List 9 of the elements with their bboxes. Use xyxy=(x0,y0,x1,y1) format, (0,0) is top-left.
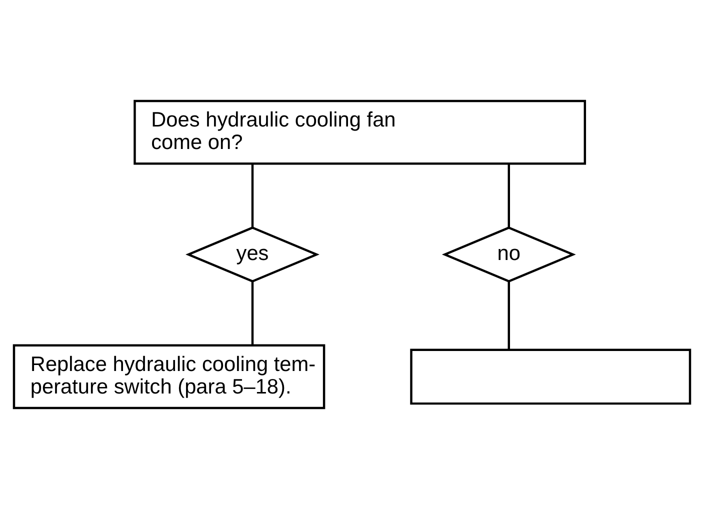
node-box xyxy=(410,348,692,404)
connector xyxy=(508,281,510,350)
connector xyxy=(508,163,510,227)
connector xyxy=(251,281,254,345)
node-diamond: no xyxy=(442,226,576,282)
node-box: Does hydraulic cooling fan come on? xyxy=(134,99,586,164)
node-box: Replace hydraulic cooling tem- perature switch (para 5–18). xyxy=(12,344,326,409)
node-diamond: yes xyxy=(186,226,320,282)
connector xyxy=(251,163,254,227)
